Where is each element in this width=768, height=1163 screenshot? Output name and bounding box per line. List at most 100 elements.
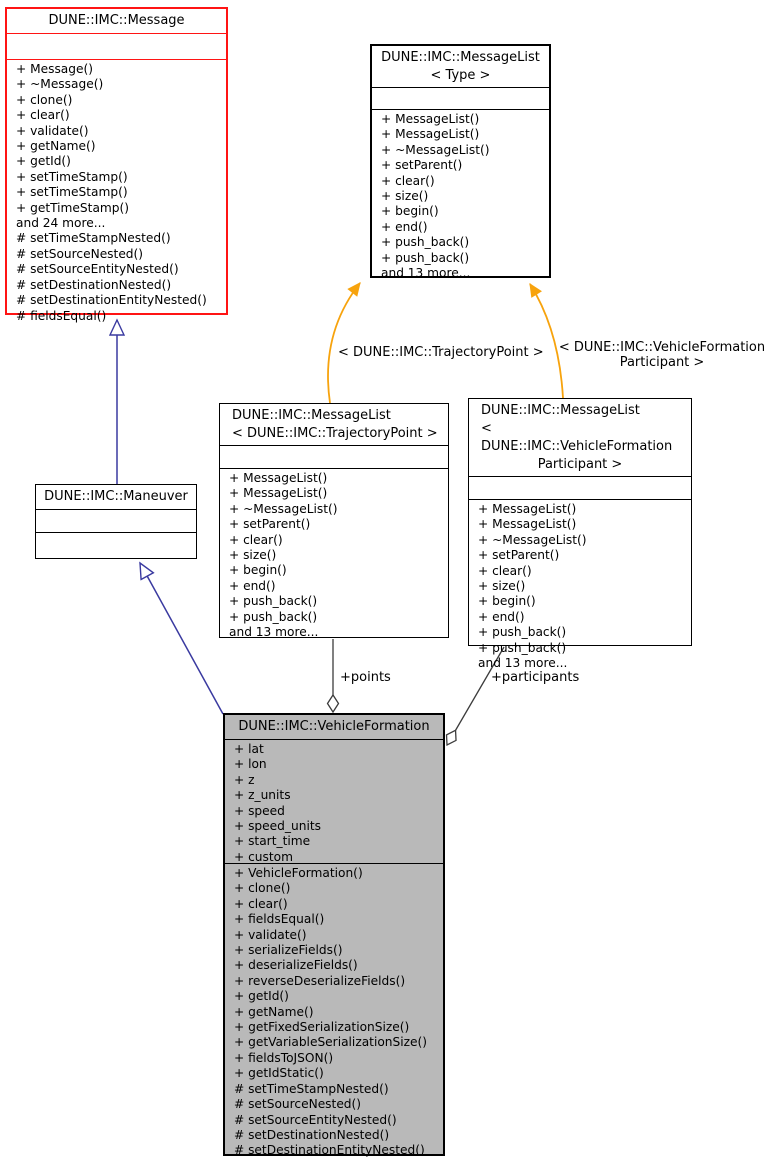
method-item: + getIdStatic() bbox=[234, 1066, 324, 1081]
method-item: + Message() bbox=[16, 62, 94, 76]
method-item: # setSourceEntityNested() bbox=[234, 1112, 397, 1127]
methods-list: + MessageList()+ MessageList()+ ~Message… bbox=[372, 109, 549, 281]
method-item: + push_back() bbox=[229, 594, 318, 609]
attribute-item: + lat bbox=[234, 742, 264, 756]
class-title: DUNE::IMC::MessageList< DUNE::IMC::Vehic… bbox=[469, 399, 691, 476]
class-box-vehicleformation[interactable]: DUNE::IMC::VehicleFormation + lat+ lon+ … bbox=[223, 713, 445, 1159]
edge-aggregation-participants bbox=[445, 646, 505, 747]
method-item: + size() bbox=[478, 579, 526, 594]
class-box-messagelist-participant[interactable]: DUNE::IMC::MessageList< DUNE::IMC::Vehic… bbox=[468, 398, 692, 670]
class-title: DUNE::IMC::VehicleFormation bbox=[225, 715, 443, 739]
method-item: + begin() bbox=[381, 204, 439, 219]
method-item: + clone() bbox=[16, 92, 73, 107]
method-item: # setSourceNested() bbox=[16, 246, 144, 261]
method-item: # setDestinationEntityNested() bbox=[234, 1143, 425, 1158]
method-item: + clear() bbox=[234, 896, 288, 911]
method-item: + ~MessageList() bbox=[381, 142, 490, 157]
method-item: + clear() bbox=[381, 173, 435, 188]
class-title: DUNE::IMC::Maneuver bbox=[36, 485, 196, 509]
attributes-compartment-empty bbox=[220, 445, 448, 468]
method-item: + MessageList() bbox=[381, 127, 480, 142]
class-box-maneuver[interactable]: DUNE::IMC::Maneuver bbox=[35, 484, 197, 559]
method-item: + push_back() bbox=[381, 250, 470, 265]
method-item: + end() bbox=[229, 578, 276, 593]
methods-list: + VehicleFormation()+ clone()+ clear()+ … bbox=[225, 863, 443, 1159]
class-title-line: DUNE::IMC::MessageList bbox=[232, 408, 391, 423]
method-item: + clear() bbox=[229, 532, 283, 547]
attribute-item: + start_time bbox=[234, 834, 311, 849]
edge-label-points: +points bbox=[340, 670, 391, 685]
method-item: # setDestinationNested() bbox=[16, 277, 172, 292]
attribute-item: + speed bbox=[234, 803, 285, 818]
method-item: and 13 more... bbox=[381, 266, 471, 281]
attribute-item: + z bbox=[234, 772, 255, 787]
method-item: and 13 more... bbox=[229, 625, 319, 640]
edge-template-trajectorypoint bbox=[327, 282, 361, 404]
class-box-message[interactable]: DUNE::IMC::Message + Message()+ ~Message… bbox=[5, 7, 228, 323]
method-item: + getName() bbox=[234, 1004, 314, 1019]
class-title-line: DUNE::IMC::VehicleFormation bbox=[238, 719, 430, 734]
class-box-messagelist-type[interactable]: DUNE::IMC::MessageList< Type > + Message… bbox=[370, 44, 551, 281]
edge-label-participants: +participants bbox=[491, 670, 580, 685]
method-item: + ~MessageList() bbox=[478, 532, 587, 547]
method-item: + end() bbox=[478, 609, 525, 624]
class-title: DUNE::IMC::Message bbox=[7, 9, 226, 33]
method-item: + push_back() bbox=[229, 609, 318, 624]
method-item: # setTimeStampNested() bbox=[16, 231, 171, 246]
method-item: + setParent() bbox=[229, 517, 311, 532]
edge-label-line: Participant > bbox=[619, 355, 705, 370]
methods-list: + Message()+ ~Message()+ clone()+ clear(… bbox=[7, 59, 226, 324]
method-item: + clear() bbox=[478, 563, 532, 578]
method-item: + end() bbox=[381, 219, 428, 234]
method-item: + size() bbox=[229, 548, 277, 563]
class-title-line: DUNE::IMC::Message bbox=[48, 13, 185, 28]
method-item: + getName() bbox=[16, 139, 96, 154]
method-item: + fieldsEqual() bbox=[234, 912, 325, 927]
attribute-item: + z_units bbox=[234, 788, 291, 803]
method-item: + push_back() bbox=[478, 625, 567, 640]
method-item: + begin() bbox=[229, 563, 287, 578]
method-item: # fieldsEqual() bbox=[16, 308, 107, 323]
class-title-line: < DUNE::IMC::VehicleFormation bbox=[481, 421, 673, 454]
method-item: + push_back() bbox=[381, 235, 470, 250]
method-item: # setSourceNested() bbox=[234, 1097, 362, 1112]
class-title-line: < DUNE::IMC::TrajectoryPoint > bbox=[232, 426, 438, 441]
method-item: + ~MessageList() bbox=[229, 501, 338, 516]
class-box-messagelist-trajectorypoint[interactable]: DUNE::IMC::MessageList< DUNE::IMC::Traje… bbox=[219, 403, 449, 640]
method-item: and 13 more... bbox=[478, 656, 568, 671]
method-item: + getVariableSerializationSize() bbox=[234, 1035, 428, 1050]
method-item: # setDestinationNested() bbox=[234, 1127, 390, 1142]
method-item: + setParent() bbox=[381, 158, 463, 173]
method-item: + setTimeStamp() bbox=[16, 169, 128, 184]
method-item: # setTimeStampNested() bbox=[234, 1081, 389, 1096]
methods-list: + MessageList()+ MessageList()+ ~Message… bbox=[469, 499, 691, 671]
method-item: + deserializeFields() bbox=[234, 958, 358, 973]
attributes-list: + lat+ lon+ z+ z_units+ speed+ speed_uni… bbox=[225, 739, 443, 864]
method-item: + getTimeStamp() bbox=[16, 200, 130, 215]
method-item: + ~Message() bbox=[16, 77, 104, 92]
method-item: + reverseDeserializeFields() bbox=[234, 973, 406, 988]
attributes-compartment-empty bbox=[7, 33, 226, 59]
class-title-line: DUNE::IMC::MessageList bbox=[481, 403, 640, 418]
class-title: DUNE::IMC::MessageList< Type > bbox=[372, 46, 549, 87]
method-item: # setSourceEntityNested() bbox=[16, 262, 179, 277]
class-title-line: < Type > bbox=[430, 68, 491, 83]
edge-inheritance-vehicleformation-maneuver bbox=[140, 563, 224, 715]
method-item: + getId() bbox=[234, 989, 289, 1004]
method-item: and 24 more... bbox=[16, 216, 106, 231]
attributes-compartment-empty bbox=[372, 87, 549, 109]
method-item: + validate() bbox=[16, 123, 89, 138]
method-item: + getFixedSerializationSize() bbox=[234, 1020, 410, 1035]
method-item: + setTimeStamp() bbox=[16, 185, 128, 200]
methods-list: + MessageList()+ MessageList()+ ~Message… bbox=[220, 468, 448, 640]
method-item: + MessageList() bbox=[478, 517, 577, 532]
method-item: + MessageList() bbox=[229, 471, 328, 485]
method-item: + MessageList() bbox=[478, 502, 577, 516]
method-item: + size() bbox=[381, 189, 429, 204]
attribute-item: + custom bbox=[234, 849, 293, 864]
method-item: + VehicleFormation() bbox=[234, 866, 363, 880]
method-item: + begin() bbox=[478, 594, 536, 609]
